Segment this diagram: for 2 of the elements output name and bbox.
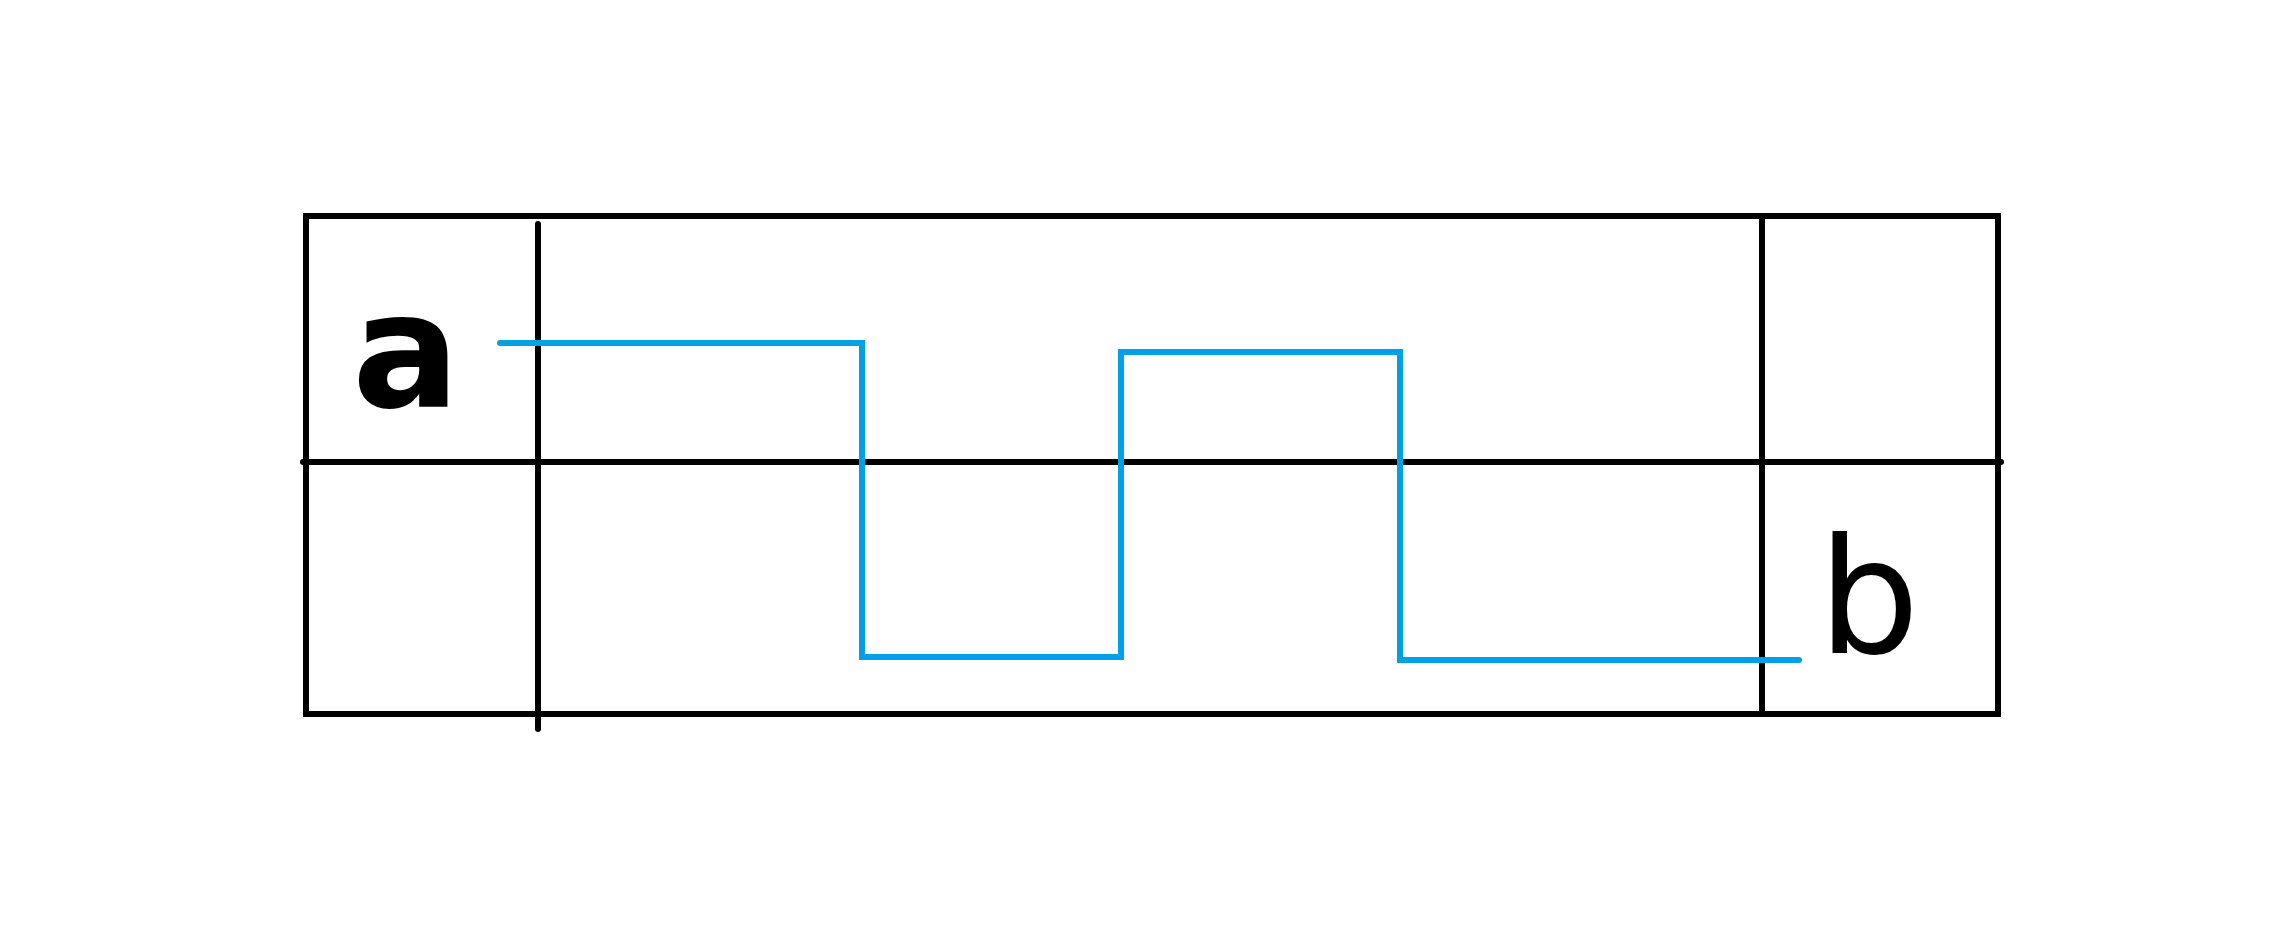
signal-label: b — [1818, 518, 1920, 678]
signal-label: a — [352, 272, 460, 432]
